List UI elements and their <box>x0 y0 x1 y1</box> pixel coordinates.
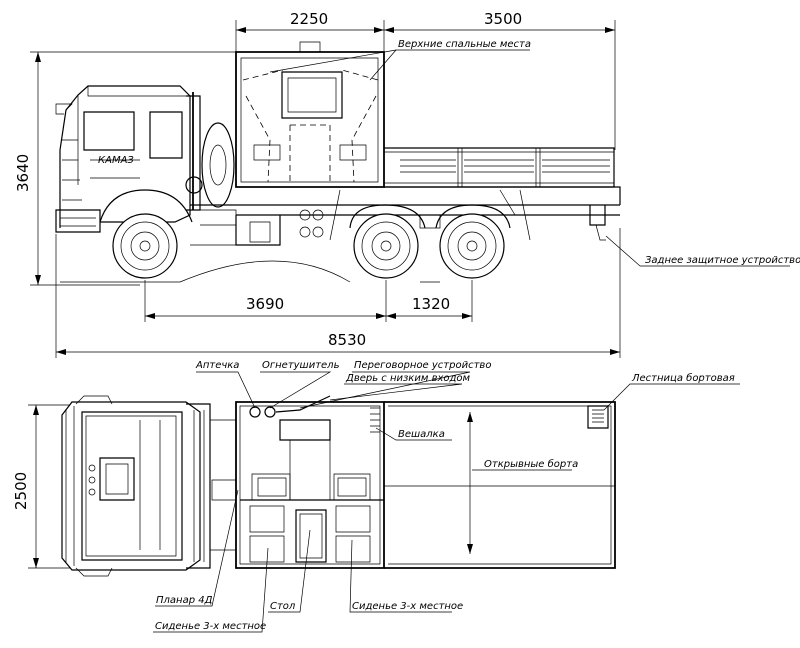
dim-2250: 2250 <box>290 10 328 28</box>
label-extinguisher: Огнетушитель <box>262 360 340 371</box>
dim-3500: 3500 <box>484 10 522 28</box>
dim-2500: 2500 <box>12 472 30 510</box>
dim-8530: 8530 <box>328 331 366 349</box>
label-first-aid: Аптечка <box>195 360 239 371</box>
dim-3690: 3690 <box>246 295 284 313</box>
label-hanger: Вешалка <box>398 429 445 440</box>
label-seat-right: Сиденье 3-х местное <box>352 601 463 612</box>
dim-3640: 3640 <box>14 154 32 192</box>
overall-length-dimension <box>55 228 621 358</box>
side-callout-lines <box>269 49 790 267</box>
label-side-ladder: Лестница бортовая <box>631 372 735 384</box>
label-seat-left: Сиденье 3-х местное <box>155 621 266 632</box>
svg-text:КАМАЗ: КАМАЗ <box>98 155 134 166</box>
label-intercom: Переговорное устройство <box>354 360 491 371</box>
plan-callout-lines <box>153 371 740 633</box>
label-table: Стол <box>270 601 296 612</box>
truck-plan-view <box>28 395 616 577</box>
label-planar: Планар 4Д <box>156 595 213 606</box>
label-rear-guard: Заднее защитное устройство <box>645 255 800 266</box>
label-open-sides: Открывные борта <box>484 458 578 470</box>
label-upper-beds: Верхние спальные места <box>398 39 531 50</box>
dim-1320: 1320 <box>412 295 450 313</box>
axle-dimension-lines <box>144 280 473 322</box>
top-dimension-lines <box>235 20 616 150</box>
label-low-door: Дверь с низким входом <box>345 373 471 384</box>
truck-side-view: КАМАЗ <box>55 41 621 283</box>
height-dimension <box>30 51 236 286</box>
